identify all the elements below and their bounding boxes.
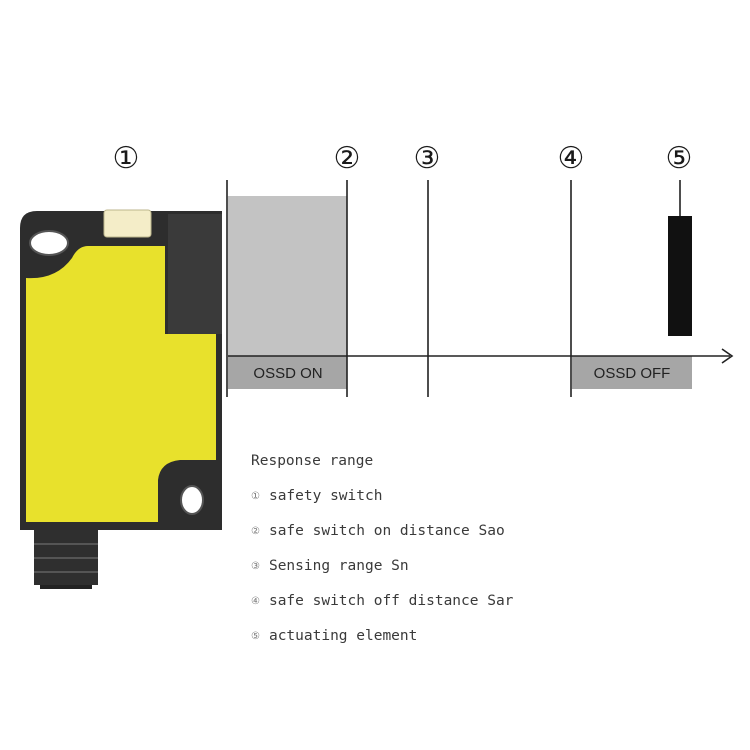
callout-2: ② <box>334 141 361 176</box>
sensor-led <box>103 209 152 238</box>
legend-text: safety switch <box>268 488 383 504</box>
legend-number: ① <box>251 491 260 502</box>
legend-number: ④ <box>251 596 260 607</box>
callout-5: ⑤ <box>666 141 693 176</box>
legend-text: safe switch on distance Sao <box>268 523 505 539</box>
mounting-hole-bottom <box>180 485 204 515</box>
callout-4: ④ <box>558 141 585 176</box>
sensor-yellow-face <box>26 246 216 522</box>
callout-1: ① <box>113 141 140 176</box>
actuating-element <box>668 216 692 336</box>
callout-3: ③ <box>414 141 441 176</box>
switch-on-zone <box>228 196 347 356</box>
legend-item: ⑤ actuating element <box>251 621 513 656</box>
legend-text: actuating element <box>268 628 418 644</box>
ossd-off-box <box>572 356 692 389</box>
sensor-housing-inner <box>168 214 222 334</box>
legend: Response range ① safety switch ② safe swit… <box>251 446 513 656</box>
legend-item: ③ Sensing range Sn <box>251 551 513 586</box>
legend-item: ② safe switch on distance Sao <box>251 516 513 551</box>
legend-number: ⑤ <box>251 631 260 642</box>
legend-text: Sensing range Sn <box>268 558 409 574</box>
safety-switch <box>20 209 222 589</box>
legend-text: safe switch off distance Sar <box>268 593 514 609</box>
ossd-on-label: OSSD ON <box>253 365 322 382</box>
ossd-off-label: OSSD OFF <box>594 365 671 382</box>
legend-title: Response range <box>251 453 374 469</box>
ossd-on-box <box>228 356 347 389</box>
legend-number: ③ <box>251 561 260 572</box>
legend-item: ① safety switch <box>251 481 513 516</box>
legend-number: ② <box>251 526 260 537</box>
axis-arrowhead <box>721 348 734 364</box>
mounting-hole-top <box>29 230 69 256</box>
legend-item: ④ safe switch off distance Sar <box>251 586 513 621</box>
